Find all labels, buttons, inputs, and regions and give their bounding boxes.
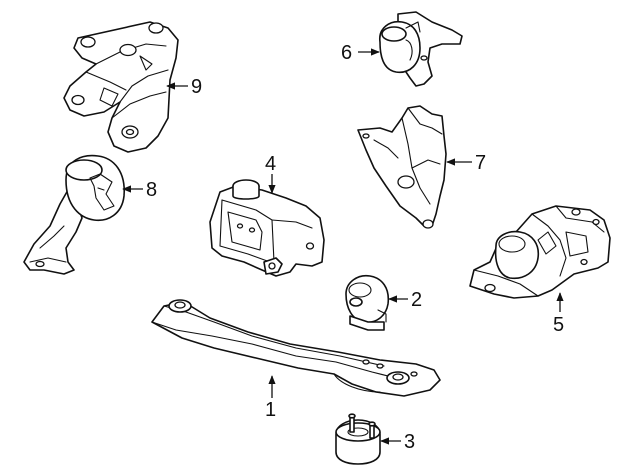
callout-6: 6 bbox=[341, 42, 352, 64]
callout-8: 8 bbox=[146, 179, 157, 201]
callout-3: 3 bbox=[404, 431, 415, 453]
part-4-engine-mount-bracket bbox=[209, 179, 325, 277]
callout-7: 7 bbox=[475, 152, 486, 174]
callout-4: 4 bbox=[265, 153, 276, 175]
part-3-damper-bushing bbox=[335, 413, 381, 465]
callout-9: 9 bbox=[191, 76, 202, 98]
part-5-transmission-mount bbox=[469, 205, 611, 299]
part-2-mount-insulator bbox=[345, 274, 390, 331]
part-9-mount-bracket bbox=[63, 21, 179, 153]
part-7-transmission-bracket bbox=[357, 105, 447, 229]
callout-5: 5 bbox=[553, 314, 564, 336]
part-1-crossmember bbox=[151, 299, 441, 397]
callout-2: 2 bbox=[411, 289, 422, 311]
callout-1: 1 bbox=[265, 399, 276, 421]
part-6-upper-mount bbox=[379, 11, 463, 87]
part-8-torque-strut-mount bbox=[23, 154, 125, 275]
